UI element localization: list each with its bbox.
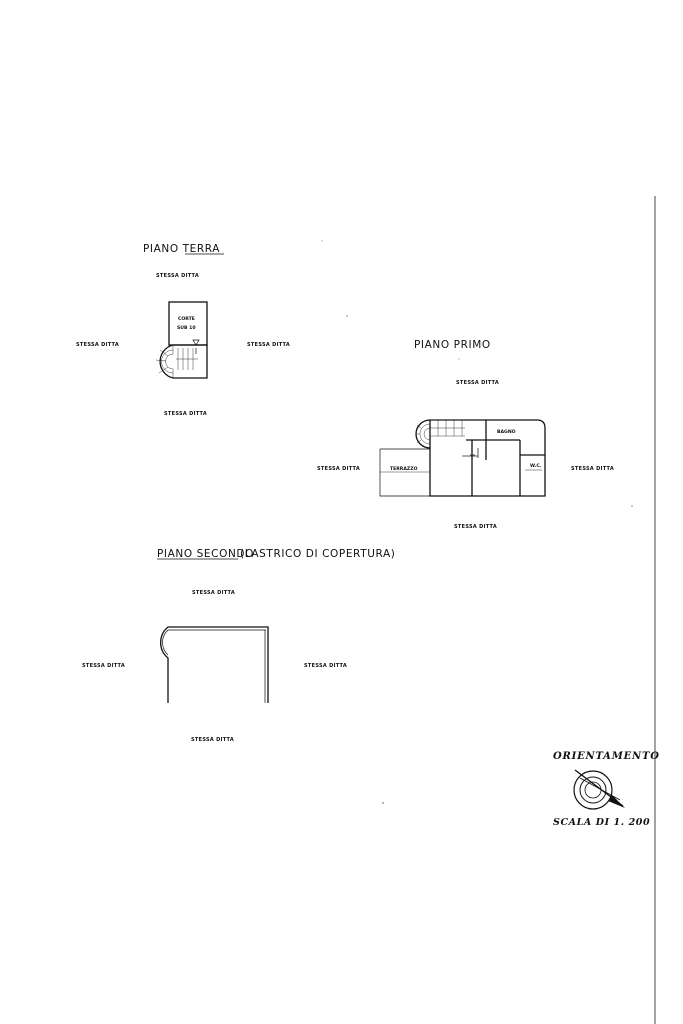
ground-floor-plan: PIANO TERRA STESSA DITTA STESSA DITTA ST… [76,243,290,417]
bath-label: BAGNO [497,429,516,435]
second-floor-subtitle: (LASTRICO DI COPERTURA) [240,548,395,560]
courtyard-label-line2: SUB 10 [177,325,196,331]
second-neighbor-east: STESSA DITTA [304,663,347,669]
roof-terrace-outline [159,626,269,703]
second-neighbor-north: STESSA DITTA [192,590,235,596]
first-floor-title: PIANO PRIMO [414,339,491,351]
wc-label: W.C. [530,463,542,469]
first-neighbor-north: STESSA DITTA [456,380,499,386]
orientation-block: ORIENTAMENTO SCALA DI 1. 200 [553,751,660,828]
ground-floor-title: PIANO TERRA [143,243,220,255]
second-neighbor-south: STESSA DITTA [191,737,234,743]
ground-neighbor-north: STESSA DITTA [156,273,199,279]
first-neighbor-east: STESSA DITTA [571,466,614,472]
orientation-label: ORIENTAMENTO [553,751,660,762]
ground-neighbor-south: STESSA DITTA [164,411,207,417]
ground-neighbor-east: STESSA DITTA [247,342,290,348]
north-arrow-icon [574,769,625,808]
first-neighbor-west: STESSA DITTA [317,466,360,472]
first-neighbor-south: STESSA DITTA [454,524,497,530]
courtyard-label-line1: CORTE [178,316,195,322]
terrace-label: TERRAZZO [390,466,418,472]
first-floor-plan: PIANO PRIMO STESSA DITTA STESSA DITTA ST… [317,339,614,530]
scan-specks [321,240,633,804]
terrace-outline [379,448,430,497]
second-floor-title: PIANO SECONDO [157,548,254,560]
scale-label: SCALA DI 1. 200 [553,817,650,828]
second-floor-plan: PIANO SECONDO (LASTRICO DI COPERTURA) ST… [82,548,395,743]
first-floor-outline [429,419,546,497]
ground-neighbor-west: STESSA DITTA [76,342,119,348]
second-neighbor-west: STESSA DITTA [82,663,125,669]
